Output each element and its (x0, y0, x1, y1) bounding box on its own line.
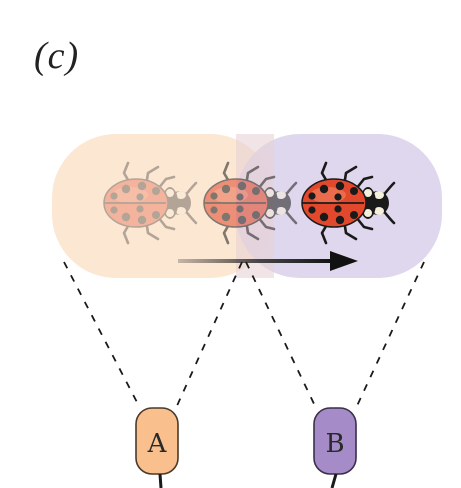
panel-label: (c) (34, 35, 80, 77)
cell-a: A (135, 407, 179, 488)
cell-b: B (313, 407, 357, 488)
cell-a-label: A (147, 429, 168, 459)
projection-lines (63, 261, 425, 409)
cell-b-label: B (325, 429, 344, 459)
arrow-icon (178, 251, 358, 271)
